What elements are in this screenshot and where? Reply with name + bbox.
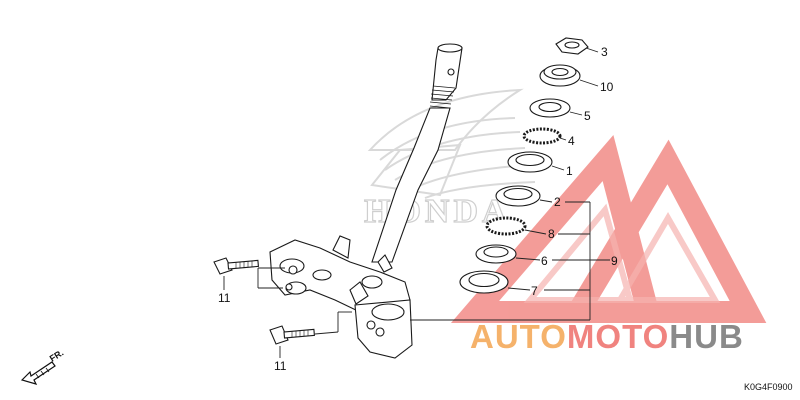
callout-2: 2: [554, 195, 561, 209]
front-label: FR.: [48, 348, 66, 364]
automotohub-watermark-logo: [450, 134, 767, 323]
part-1-bearing-race: [507, 151, 553, 173]
watermark-moto: MOTO: [567, 318, 669, 355]
watermark-auto: AUTO: [470, 318, 567, 355]
part-2-bearing-race: [495, 185, 541, 207]
honda-wing-background-logo: [367, 88, 536, 199]
part-5-dust-seal: [529, 98, 571, 118]
callout-8: 8: [548, 227, 555, 241]
bottom-bridge: [269, 235, 413, 359]
part-10-locknut: [539, 64, 581, 87]
part-3-nut: [555, 37, 589, 55]
part-6-bearing-race: [475, 244, 517, 264]
callout-11-upper: 11: [218, 291, 231, 305]
callout-7: 7: [531, 284, 538, 298]
front-direction-indicator: FR.: [20, 348, 66, 385]
front-arrow-icon: [20, 361, 56, 385]
callout-1: 1: [566, 164, 573, 178]
callout-9: 9: [611, 254, 618, 268]
part-4-ball-race: [522, 127, 562, 145]
automotohub-watermark-inner: [523, 203, 721, 303]
leader-lines: [223, 47, 610, 358]
watermark-hub: HUB: [669, 318, 744, 355]
callout-5: 5: [584, 109, 591, 123]
bolt-11-lower: [269, 325, 316, 345]
diagram-code: K0G4F0900: [744, 382, 793, 392]
callout-4: 4: [568, 134, 575, 148]
callout-10: 10: [600, 80, 614, 94]
part-7-dust-seal: [459, 270, 509, 294]
part-8-ball-race: [485, 216, 527, 236]
watermark-text: AUTOMOTOHUB: [470, 318, 744, 355]
bolt-11-upper: [213, 257, 260, 275]
callout-11-lower: 11: [274, 359, 287, 373]
callout-6: 6: [541, 254, 548, 268]
callout-3: 3: [601, 45, 608, 59]
steering-stem: [371, 43, 463, 263]
